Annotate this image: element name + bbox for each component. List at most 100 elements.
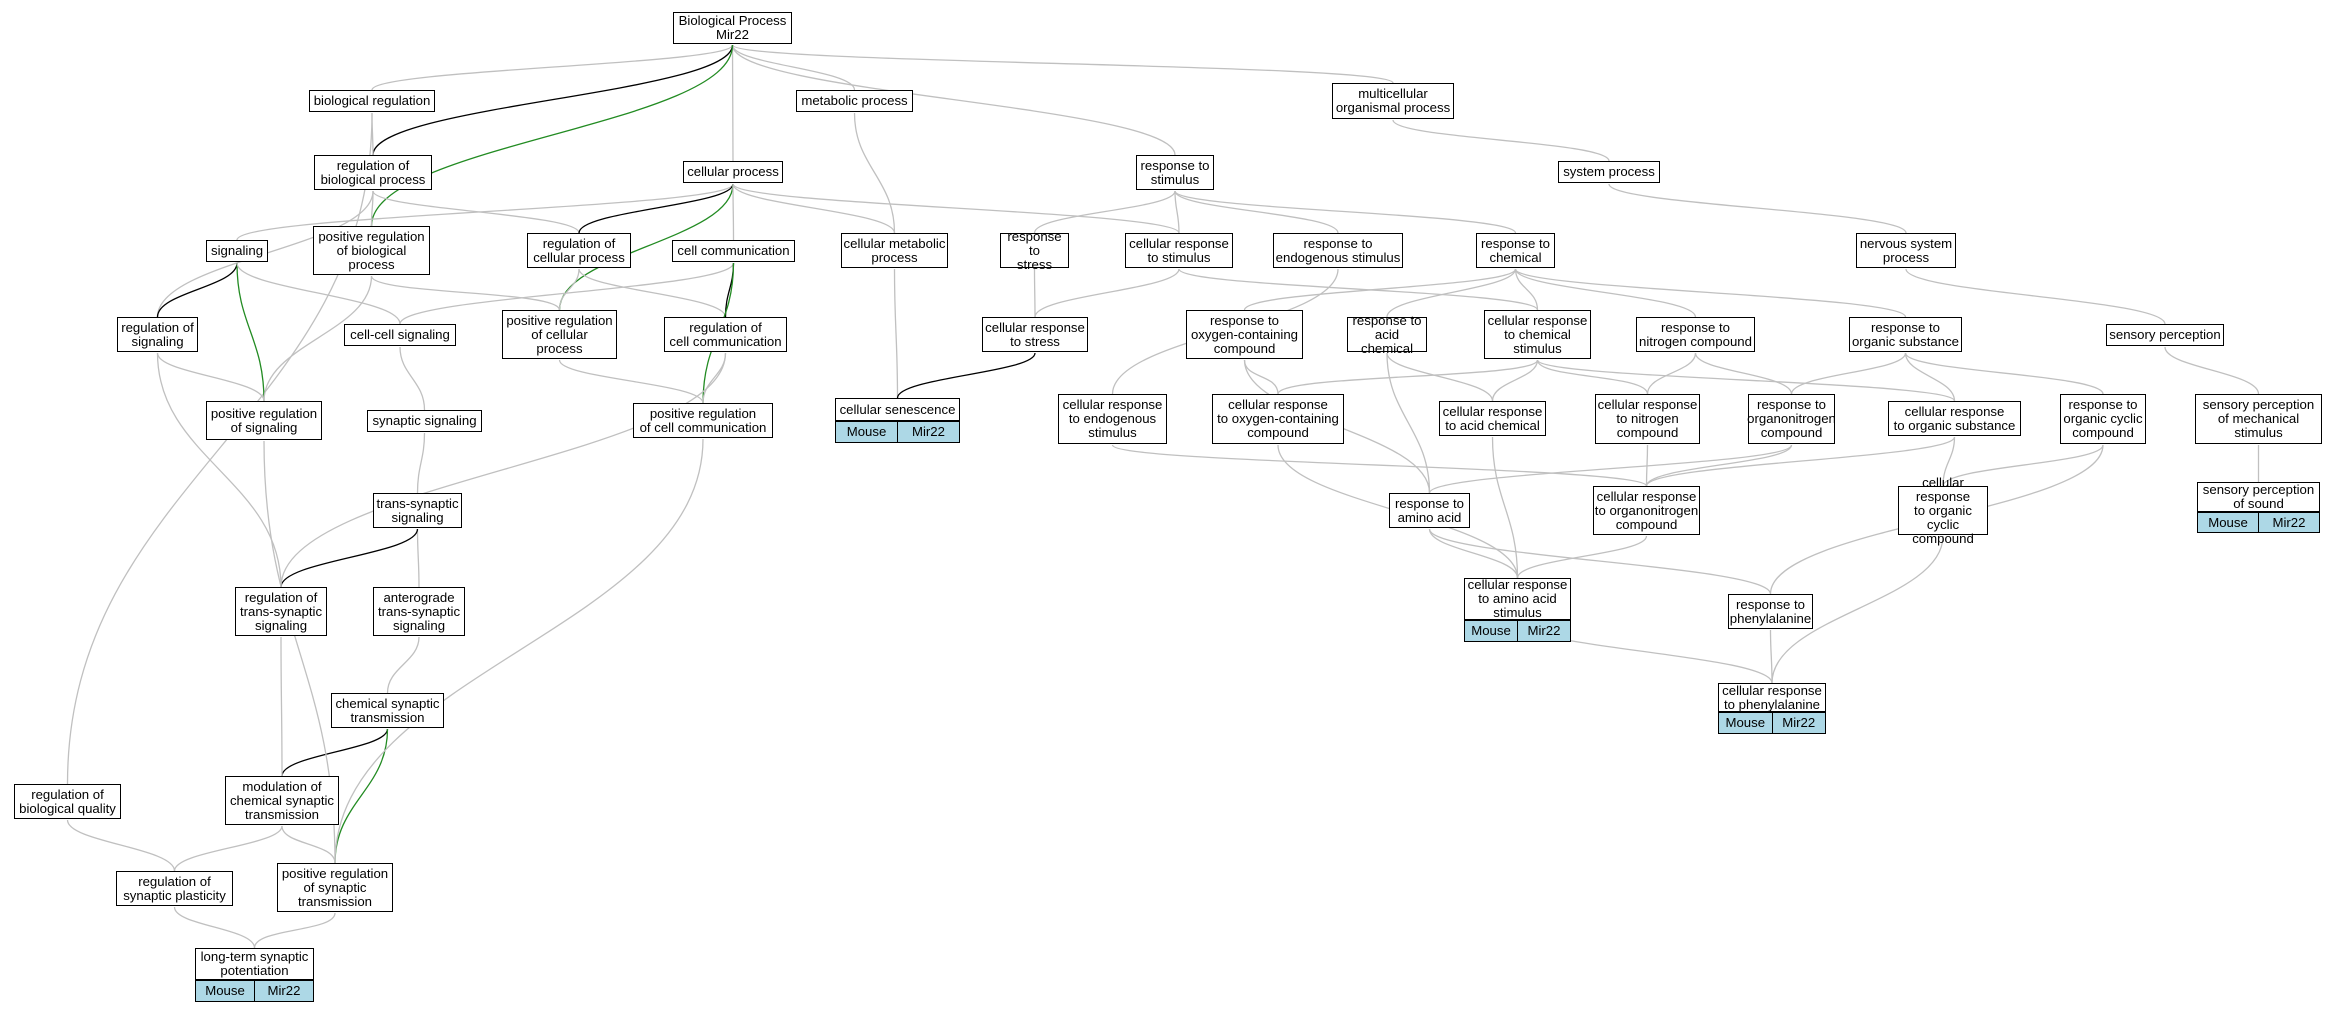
go-term-crocc[interactable]: cellular response to oxygen-containing c… [1212, 394, 1344, 444]
edge-rchem-is_a-rstim [1174, 190, 1517, 234]
go-term-rtsyn[interactable]: regulation of trans-synaptic signaling [235, 587, 327, 636]
edge-crnit-is_a-rnit [1646, 352, 1697, 395]
edge-nsp-is_a-sysp [1608, 183, 1907, 234]
go-term-rphe[interactable]: response to phenylalanine [1728, 594, 1813, 629]
edge-crcyc-is_a-rcyc [1942, 444, 2104, 487]
go-term-cracid[interactable]: cellular response to acid chemical [1439, 401, 1546, 436]
go-term-rstress[interactable]: response to stress [1000, 229, 1069, 271]
edge-crchem-is_a-rchem [1514, 268, 1539, 311]
go-term-ccomm[interactable]: cell communication [672, 240, 795, 262]
go-term-synsig[interactable]: synaptic signaling [367, 410, 482, 432]
go-term-crphe[interactable]: cellular response to phenylalanine [1718, 683, 1826, 712]
edge-crcyc-is_a-crorg [1942, 436, 1956, 487]
go-term-sperc[interactable]: sensory perception [2106, 324, 2224, 346]
edge-craa-is_a-crorgnit [1516, 535, 1648, 579]
go-term-rocc[interactable]: response to oxygen-containing compound [1186, 310, 1303, 359]
go-term-crorgnit[interactable]: cellular response to organonitrogen comp… [1593, 486, 1700, 535]
edge-crorgnit-is_a-rorgnit [1645, 444, 1793, 487]
go-term-rendo[interactable]: response to endogenous stimulus [1273, 233, 1403, 268]
go-term-csen[interactable]: cellular senescence [835, 398, 960, 421]
edge-crorgnit-is_a-crendo [1111, 444, 1648, 487]
go-term-cmp[interactable]: cellular metabolic process [841, 233, 948, 268]
edge-csen-regulates-crstress [896, 352, 1036, 399]
go-term-prsig[interactable]: positive regulation of signaling [206, 401, 322, 440]
gene-cell: Mir22 [2258, 513, 2319, 532]
go-term-multi[interactable]: multicellular organismal process [1332, 83, 1454, 119]
go-term-prcc[interactable]: positive regulation of cell communicatio… [633, 403, 773, 438]
go-term-bp[interactable]: Biological Process Mir22 [673, 12, 792, 44]
go-term-spmech[interactable]: sensory perception of mechanical stimulu… [2195, 394, 2322, 444]
edge-rbp-regulates-bp [372, 44, 734, 156]
go-term-prbp[interactable]: positive regulation of biological proces… [313, 226, 430, 275]
go-term-prst[interactable]: positive regulation of synaptic transmis… [277, 863, 393, 912]
edge-metab-is_a-bp [731, 44, 856, 91]
edge-prcc-is_a-rcc [702, 352, 727, 404]
go-term-ltp[interactable]: long-term synaptic potentiation [195, 948, 314, 980]
go-term-rbq[interactable]: regulation of biological quality [14, 784, 121, 819]
edge-ltp-is_a-rsp [173, 906, 256, 949]
go-term-crnit[interactable]: cellular response to nitrogen compound [1595, 394, 1700, 444]
go-term-crorg[interactable]: cellular response to organic substance [1888, 401, 2021, 436]
edge-rocc-is_a-rchem [1243, 268, 1517, 311]
go-term-crstress[interactable]: cellular response to stress [982, 317, 1088, 352]
edge-breg-is_a-bp [371, 44, 734, 91]
go-term-tsyn[interactable]: trans-synaptic signaling [373, 493, 462, 528]
organism-cell: Mouse [846, 424, 887, 439]
edge-synsig-is_a-ccsig [399, 346, 426, 411]
go-term-rorgnit[interactable]: response to organonitrogen compound [1747, 394, 1836, 444]
edge-prcc-is_a-prcp [558, 359, 704, 404]
edge-rorg-is_a-rchem [1514, 268, 1907, 318]
go-term-rsp[interactable]: regulation of synaptic plasticity [116, 871, 233, 906]
go-term-rcp[interactable]: regulation of cellular process [527, 233, 631, 268]
edge-cracid-is_a-crchem [1491, 359, 1539, 402]
go-term-raa[interactable]: response to amino acid [1389, 493, 1470, 528]
edge-cmp-is_a-metab [853, 112, 896, 234]
edge-raa-is_a-racid [1386, 352, 1431, 494]
go-term-ccsig[interactable]: cell-cell signaling [344, 324, 456, 346]
edge-sysp-is_a-multi [1392, 119, 1610, 162]
edge-spmech-is_a-sperc [2164, 346, 2260, 395]
go-term-rchem[interactable]: response to chemical [1476, 233, 1555, 268]
go-term-crendo[interactable]: cellular response to endogenous stimulus [1058, 394, 1167, 444]
go-term-crcyc[interactable]: cellular response to organic cyclic comp… [1898, 475, 1988, 545]
go-term-rorg[interactable]: response to organic substance [1849, 317, 1962, 352]
edge-prst-positively_regulates-chemsyn [334, 728, 389, 864]
go-term-chemsyn[interactable]: chemical synaptic transmission [331, 693, 444, 728]
go-term-metab[interactable]: metabolic process [796, 90, 913, 112]
go-term-rbp[interactable]: regulation of biological process [314, 155, 432, 190]
edge-crchem-is_a-crstim [1178, 268, 1539, 311]
go-term-spsound[interactable]: sensory perception of sound [2197, 482, 2320, 512]
go-term-prcp[interactable]: positive regulation of cellular process [502, 310, 617, 359]
edge-prsig-positively_regulates-sig [236, 262, 265, 402]
go-term-rnit[interactable]: response to nitrogen compound [1636, 317, 1755, 352]
edge-rtsyn-is_a-rsig [156, 352, 282, 588]
go-term-rstim[interactable]: response to stimulus [1136, 155, 1214, 190]
go-term-cellp[interactable]: cellular process [683, 161, 783, 183]
go-term-crstim[interactable]: cellular response to stimulus [1125, 233, 1233, 268]
edge-ccsig-is_a-sig [236, 262, 401, 325]
edge-atsyn-is_a-tsyn [416, 528, 420, 588]
organism-cell: Mouse [1471, 623, 1511, 638]
go-term-mcst[interactable]: modulation of chemical synaptic transmis… [225, 776, 339, 825]
go-term-nsp[interactable]: nervous system process [1856, 233, 1956, 268]
go-term-rsig[interactable]: regulation of signaling [117, 317, 198, 352]
go-term-breg[interactable]: biological regulation [309, 90, 435, 112]
go-term-sig[interactable]: signaling [206, 240, 268, 262]
edge-rstress-is_a-rstim [1033, 190, 1176, 234]
go-term-crchem[interactable]: cellular response to chemical stimulus [1484, 310, 1591, 359]
go-term-rcyc[interactable]: response to organic cyclic compound [2060, 394, 2146, 444]
edge-crphe-is_a-crcyc [1771, 535, 1944, 684]
go-term-craa[interactable]: cellular response to amino acid stimulus [1464, 578, 1571, 620]
go-term-sysp[interactable]: system process [1558, 161, 1660, 183]
edge-rendo-is_a-rstim [1174, 190, 1339, 234]
organism-cell: Mouse [2208, 514, 2248, 530]
go-term-racid[interactable]: response to acid chemical [1347, 313, 1427, 355]
organism-cell: Mouse [1725, 715, 1766, 730]
go-term-rcc[interactable]: regulation of cell communication [664, 317, 787, 352]
edge-crorgnit-is_a-crorg [1645, 436, 1956, 487]
edge-sperc-is_a-nsp [1905, 268, 2166, 325]
edge-rbq-is_a-breg [66, 112, 373, 785]
go-term-atsyn[interactable]: anterograde trans-synaptic signaling [373, 587, 465, 636]
